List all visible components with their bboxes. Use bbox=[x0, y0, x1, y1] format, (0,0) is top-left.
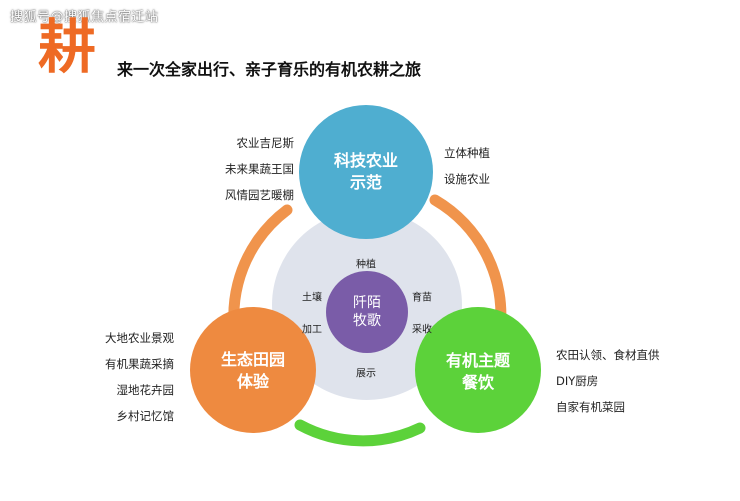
inner-label-harvest: 采收 bbox=[412, 324, 432, 336]
page-title: 来一次全家出行、亲子育乐的有机农耕之旅 bbox=[117, 60, 422, 79]
outer-ring-arc-right bbox=[429, 194, 507, 336]
list-item: 农业吉尼斯 bbox=[236, 136, 295, 150]
circle-center bbox=[326, 271, 408, 353]
list-top-left: 农业吉尼斯 未来果蔬王国 风情园艺暖棚 bbox=[200, 133, 294, 211]
list-item: 未来果蔬王国 bbox=[225, 162, 294, 176]
list-item: 自家有机菜园 bbox=[556, 400, 625, 414]
list-bottom-right: 农田认领、食材直供 DIY厨房 自家有机菜园 bbox=[556, 345, 660, 423]
list-item: DIY厨房 bbox=[556, 374, 599, 388]
inner-label-soil: 土壤 bbox=[302, 292, 322, 304]
list-bottom-left: 大地农业景观 有机果蔬采摘 湿地花卉园 乡村记忆馆 bbox=[80, 328, 174, 432]
list-item: 风情园艺暖棚 bbox=[225, 188, 294, 202]
outer-ring-arc-bottom bbox=[294, 419, 426, 447]
list-item: 设施农业 bbox=[444, 172, 490, 186]
list-item: 湿地花卉园 bbox=[116, 383, 175, 397]
list-item: 大地农业景观 bbox=[105, 331, 174, 345]
circle-tech-agriculture bbox=[299, 105, 433, 239]
inner-label-display: 展示 bbox=[356, 368, 376, 380]
watermark: 搜狐号@搜狐焦点宿迁站 bbox=[10, 10, 159, 25]
circle-eco-field-label: 生态田园体验 bbox=[220, 350, 286, 391]
inner-label-planting: 种植 bbox=[356, 259, 376, 271]
circle-organic-dining-label: 有机主题餐饮 bbox=[445, 351, 511, 392]
circle-eco-field bbox=[190, 307, 316, 433]
header-big-character: 耕 bbox=[38, 13, 97, 81]
inner-label-processing: 加工 bbox=[302, 324, 322, 336]
circle-tech-agriculture-label: 科技农业示范 bbox=[333, 151, 399, 192]
list-item: 乡村记忆馆 bbox=[116, 409, 175, 423]
inner-label-seedling: 育苗 bbox=[412, 292, 432, 304]
list-item: 有机果蔬采摘 bbox=[105, 357, 174, 371]
circle-organic-dining bbox=[415, 307, 541, 433]
list-item: 农田认领、食材直供 bbox=[556, 348, 660, 362]
circle-center-label: 阡陌牧歌 bbox=[353, 295, 381, 329]
list-item: 立体种植 bbox=[444, 146, 490, 160]
list-top-right: 立体种植 设施农业 bbox=[444, 143, 490, 195]
